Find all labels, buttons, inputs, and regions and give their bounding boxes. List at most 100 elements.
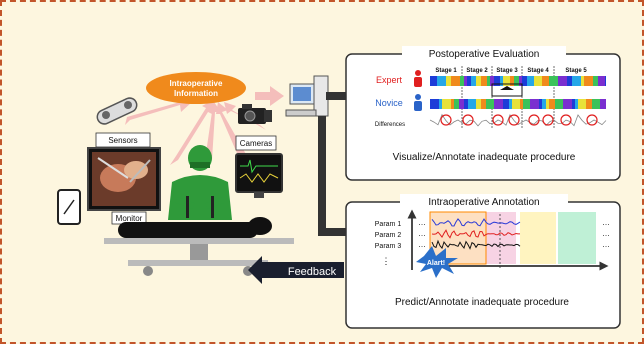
difference-marker — [492, 114, 504, 126]
anomaly-highlight — [429, 211, 487, 265]
timeline-segment — [451, 76, 460, 86]
timeline-segment — [503, 99, 509, 109]
info-label-line2: Information — [174, 89, 218, 98]
difference-marker — [462, 114, 474, 126]
difference-marker — [508, 114, 520, 126]
timeline-segment — [563, 99, 572, 109]
timeline-segment — [437, 76, 446, 86]
difference-marker — [440, 114, 452, 126]
timeline-segment — [593, 76, 598, 86]
timeline-segment — [460, 76, 464, 86]
operating-table — [104, 217, 294, 276]
highlight-box — [491, 83, 523, 97]
timeline-segment — [514, 76, 519, 86]
timeline-segment — [451, 99, 454, 109]
timeline-segment — [481, 99, 486, 109]
monitor-label: Monitor — [116, 214, 143, 223]
cameras-label-box — [235, 135, 277, 151]
timeline-segment — [539, 99, 542, 109]
timeline-segment — [542, 99, 546, 109]
timeline-segment — [430, 99, 439, 109]
param-ellipsis: … — [418, 218, 426, 227]
cameras-label: Cameras — [240, 139, 272, 148]
timeline-segment — [442, 99, 451, 109]
difference-marker — [560, 114, 572, 126]
novice-person-icon — [414, 94, 422, 111]
alert-label: Alart! — [427, 260, 445, 267]
timeline-segment — [558, 76, 567, 86]
timeline-segment — [584, 76, 593, 86]
timeline-segment — [549, 76, 558, 86]
timeline-segment — [600, 99, 606, 109]
param-label: Param 3 — [375, 243, 402, 250]
timeline-segment — [464, 99, 468, 109]
intra-caption: Predict/Annotate inadequate procedure — [395, 297, 569, 308]
timeline-segment — [487, 76, 490, 86]
timeline-segment — [500, 76, 503, 86]
sensors-label: Sensors — [108, 136, 137, 145]
timeline-segment — [486, 99, 494, 109]
timeline-segment — [527, 76, 534, 86]
sensor-device-icon — [96, 97, 138, 125]
intraoperative-information-ellipse — [146, 72, 246, 104]
param-ellipsis: … — [602, 229, 610, 238]
computer-icon — [285, 75, 329, 117]
annotation-stage-bands — [430, 212, 596, 264]
timeline-segment — [512, 99, 520, 109]
vital-signs-monitor — [235, 153, 283, 198]
timeline-segment — [572, 76, 581, 86]
param-label: Param 2 — [375, 232, 402, 239]
intra-title-bg — [400, 194, 568, 208]
difference-marker — [528, 114, 540, 126]
param-vdots: ⋮ — [382, 256, 391, 266]
timeline-segment — [586, 99, 592, 109]
timeline-segment — [481, 76, 487, 86]
timeline-segment — [464, 76, 467, 86]
post-title: Postoperative Evaluation — [429, 49, 540, 60]
timeline-segment — [578, 99, 586, 109]
info-label-line1: Intraoperative — [170, 79, 223, 88]
timeline-segment — [459, 99, 464, 109]
timeline-segment — [581, 76, 584, 86]
timeline-segment — [494, 99, 503, 109]
stage-labels: Stage 1 Stage 2 Stage 3 Stage 4 Stage 5 — [435, 68, 587, 74]
difference-marker — [542, 114, 554, 126]
timeline-segment — [503, 76, 510, 86]
camera-icon — [238, 104, 272, 124]
expert-person-icon — [414, 70, 422, 87]
differences-curve — [429, 113, 607, 127]
surgical-video-monitor — [87, 147, 161, 211]
timeline-segment — [509, 99, 512, 109]
differences-label: Differences — [375, 122, 405, 128]
timeline-segment — [446, 76, 451, 86]
stage-label: Stage 5 — [565, 68, 587, 74]
timeline-segment — [522, 76, 527, 86]
param-ellipsis: … — [418, 240, 426, 249]
stage-label: Stage 4 — [527, 68, 549, 74]
timeline-segment — [542, 76, 549, 86]
intra-title: Intraoperative Annotation — [428, 197, 539, 208]
timeline-segment — [519, 76, 522, 86]
timeline-segment — [605, 76, 606, 86]
difference-markers — [440, 114, 598, 126]
param-ellipsis: … — [602, 218, 610, 227]
timeline-segment — [490, 76, 494, 86]
post-caption: Visualize/Annotate inadequate procedure — [393, 152, 576, 163]
expert-label: Expert — [376, 75, 403, 85]
timeline-segment — [476, 76, 481, 86]
highlight-marker — [500, 86, 514, 90]
novice-timeline-bar — [430, 99, 606, 109]
timeline-segment — [572, 99, 575, 109]
timeline-segment — [549, 99, 555, 109]
param-label: Param 1 — [375, 221, 402, 228]
timeline-segment — [534, 76, 542, 86]
timeline-segment — [468, 99, 476, 109]
alert-burst-icon — [416, 246, 458, 278]
stage-label: Stage 3 — [496, 68, 518, 74]
timeline-segment — [510, 76, 514, 86]
timeline-segment — [592, 99, 600, 109]
parameter-signal-line — [431, 218, 521, 227]
timeline-segment — [467, 76, 471, 86]
surgeon-figure — [168, 145, 232, 248]
